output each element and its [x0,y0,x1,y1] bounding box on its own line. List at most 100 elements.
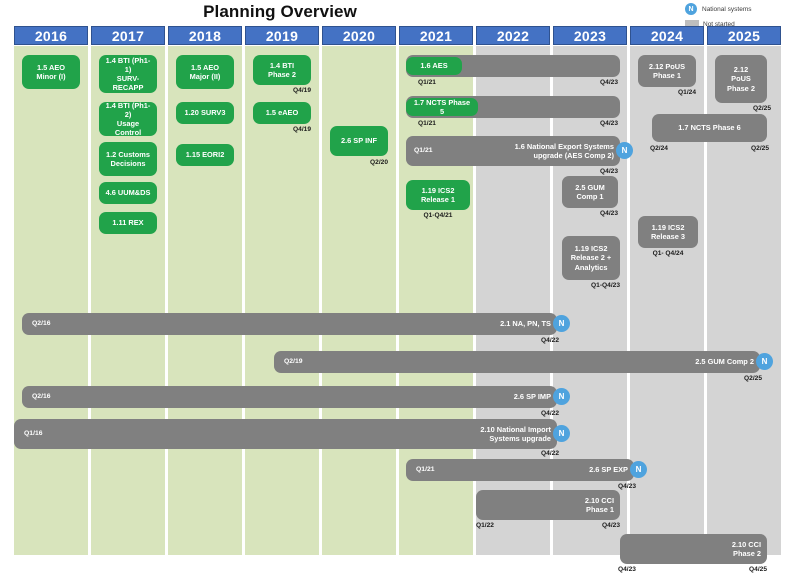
task-date-aes-start: Q1/21 [418,79,436,86]
year-header-2022[interactable]: 2022 [476,26,550,45]
task-date-ics2-release2: Q1-Q4/23 [591,282,620,289]
national-systems-icon: N [756,353,773,370]
legend: N National systems Not started [685,3,790,33]
national-systems-icon: N [553,315,570,332]
task-bar-gum-comp2[interactable]: Q2/19 2.5 GUM Comp 2 [274,351,760,373]
task-label: 2.6 SP INF [340,136,377,146]
task-date-ncts-phase6-start: Q2/24 [650,145,668,152]
task-label: 2.1 NA, PN, TS [500,319,551,329]
task-date-sp-imp: Q4/22 [541,410,559,417]
task-date-ncts-ph5-end: Q4/23 [600,120,618,127]
task-label: 1.4 BTI (Ph1-1)SURV-RECAPP [105,55,151,93]
task-date-gum-comp1: Q4/23 [600,210,618,217]
task-start-date: Q1/16 [24,429,43,437]
task-date-bti-phase2: Q4/19 [293,87,311,94]
year-header-2024[interactable]: 2024 [630,26,704,45]
task-label: 1.7 NCTS Phase 5 [413,97,471,116]
year-header-2025[interactable]: 2025 [707,26,781,45]
year-header-2016[interactable]: 2016 [14,26,88,45]
not-started-swatch-icon [685,19,699,29]
task-bar-sp-exp[interactable]: Q1/21 2.6 SP EXP [406,459,634,481]
task-date-ncts-ph5-start: Q1/21 [418,120,436,127]
task-label: 1.15 EORI2 [185,150,225,160]
year-header-2019[interactable]: 2019 [245,26,319,45]
task-bar-surv3[interactable]: 1.20 SURV3 [176,102,234,124]
task-label: 1.7 NCTS Phase 6 [678,123,741,133]
year-body-2019 [245,46,319,555]
task-label: 1.5 eAEO [265,108,299,118]
year-header-2017[interactable]: 2017 [91,26,165,45]
task-bar-rex[interactable]: 1.11 REX [99,212,157,234]
task-date-ncts-phase6-end: Q2/25 [751,145,769,152]
task-label: 2.6 SP EXP [589,465,628,475]
task-bar-aes[interactable]: 1.6 AES [406,57,462,75]
task-bar-bti-ph12[interactable]: 1.4 BTI (Ph1-2)Usage Control [99,100,157,138]
year-header-2018[interactable]: 2018 [168,26,242,45]
task-date-na-pn-ts: Q4/22 [541,337,559,344]
year-header-2023[interactable]: 2023 [553,26,627,45]
task-bar-ncts-phase6[interactable]: 1.7 NCTS Phase 6 [652,114,767,142]
task-start-date: Q2/16 [32,392,51,400]
task-label: 4.6 UUM&DS [105,188,151,198]
task-start-date: Q2/19 [284,357,303,365]
task-date-aes-end: Q4/23 [600,79,618,86]
task-date-cci-phase2-start: Q4/23 [618,566,636,573]
task-date-national-import: Q4/22 [541,450,559,457]
task-date-ics2-release3: Q1- Q4/24 [652,250,684,257]
task-date-sp-inf: Q2/20 [370,159,388,166]
task-date-pous-phase1: Q1/24 [678,89,696,96]
year-body-2018 [168,46,242,555]
task-bar-ncts-ph5[interactable]: 1.7 NCTS Phase 5 [406,98,478,116]
national-systems-icon: N [616,142,633,159]
task-bar-sp-inf[interactable]: 2.6 SP INF [330,126,388,156]
page-title: Planning Overview [203,2,357,21]
task-label: 1.4 BTI (Ph1-2)Usage Control [105,100,151,138]
task-date-national-export: Q4/23 [600,168,618,175]
national-systems-icon: N [630,461,647,478]
legend-label-notstarted: Not started [703,20,735,28]
task-bar-na-pn-ts[interactable]: Q2/16 2.1 NA, PN, TS [22,313,557,335]
task-label: 1.6 AES [420,61,448,71]
legend-label-national: National systems [702,5,752,13]
task-bar-sp-imp[interactable]: Q2/16 2.6 SP IMP [22,386,557,408]
task-bar-eori2[interactable]: 1.15 EORI2 [176,144,234,166]
task-label: 2.6 SP IMP [513,392,551,402]
year-header-2021[interactable]: 2021 [399,26,473,45]
task-bar-eaeo[interactable]: 1.5 eAEO [253,102,311,124]
year-header-2020[interactable]: 2020 [322,26,396,45]
task-start-date: Q1/21 [414,146,433,154]
legend-item-national: N National systems [685,3,790,15]
national-systems-icon: N [553,388,570,405]
task-label: 1.20 SURV3 [184,108,226,118]
task-bar-bti-ph11[interactable]: 1.4 BTI (Ph1-1)SURV-RECAPP [99,55,157,93]
year-body-2016 [14,46,88,555]
task-start-date: Q2/16 [32,319,51,327]
task-bar-uumds[interactable]: 4.6 UUM&DS [99,182,157,204]
